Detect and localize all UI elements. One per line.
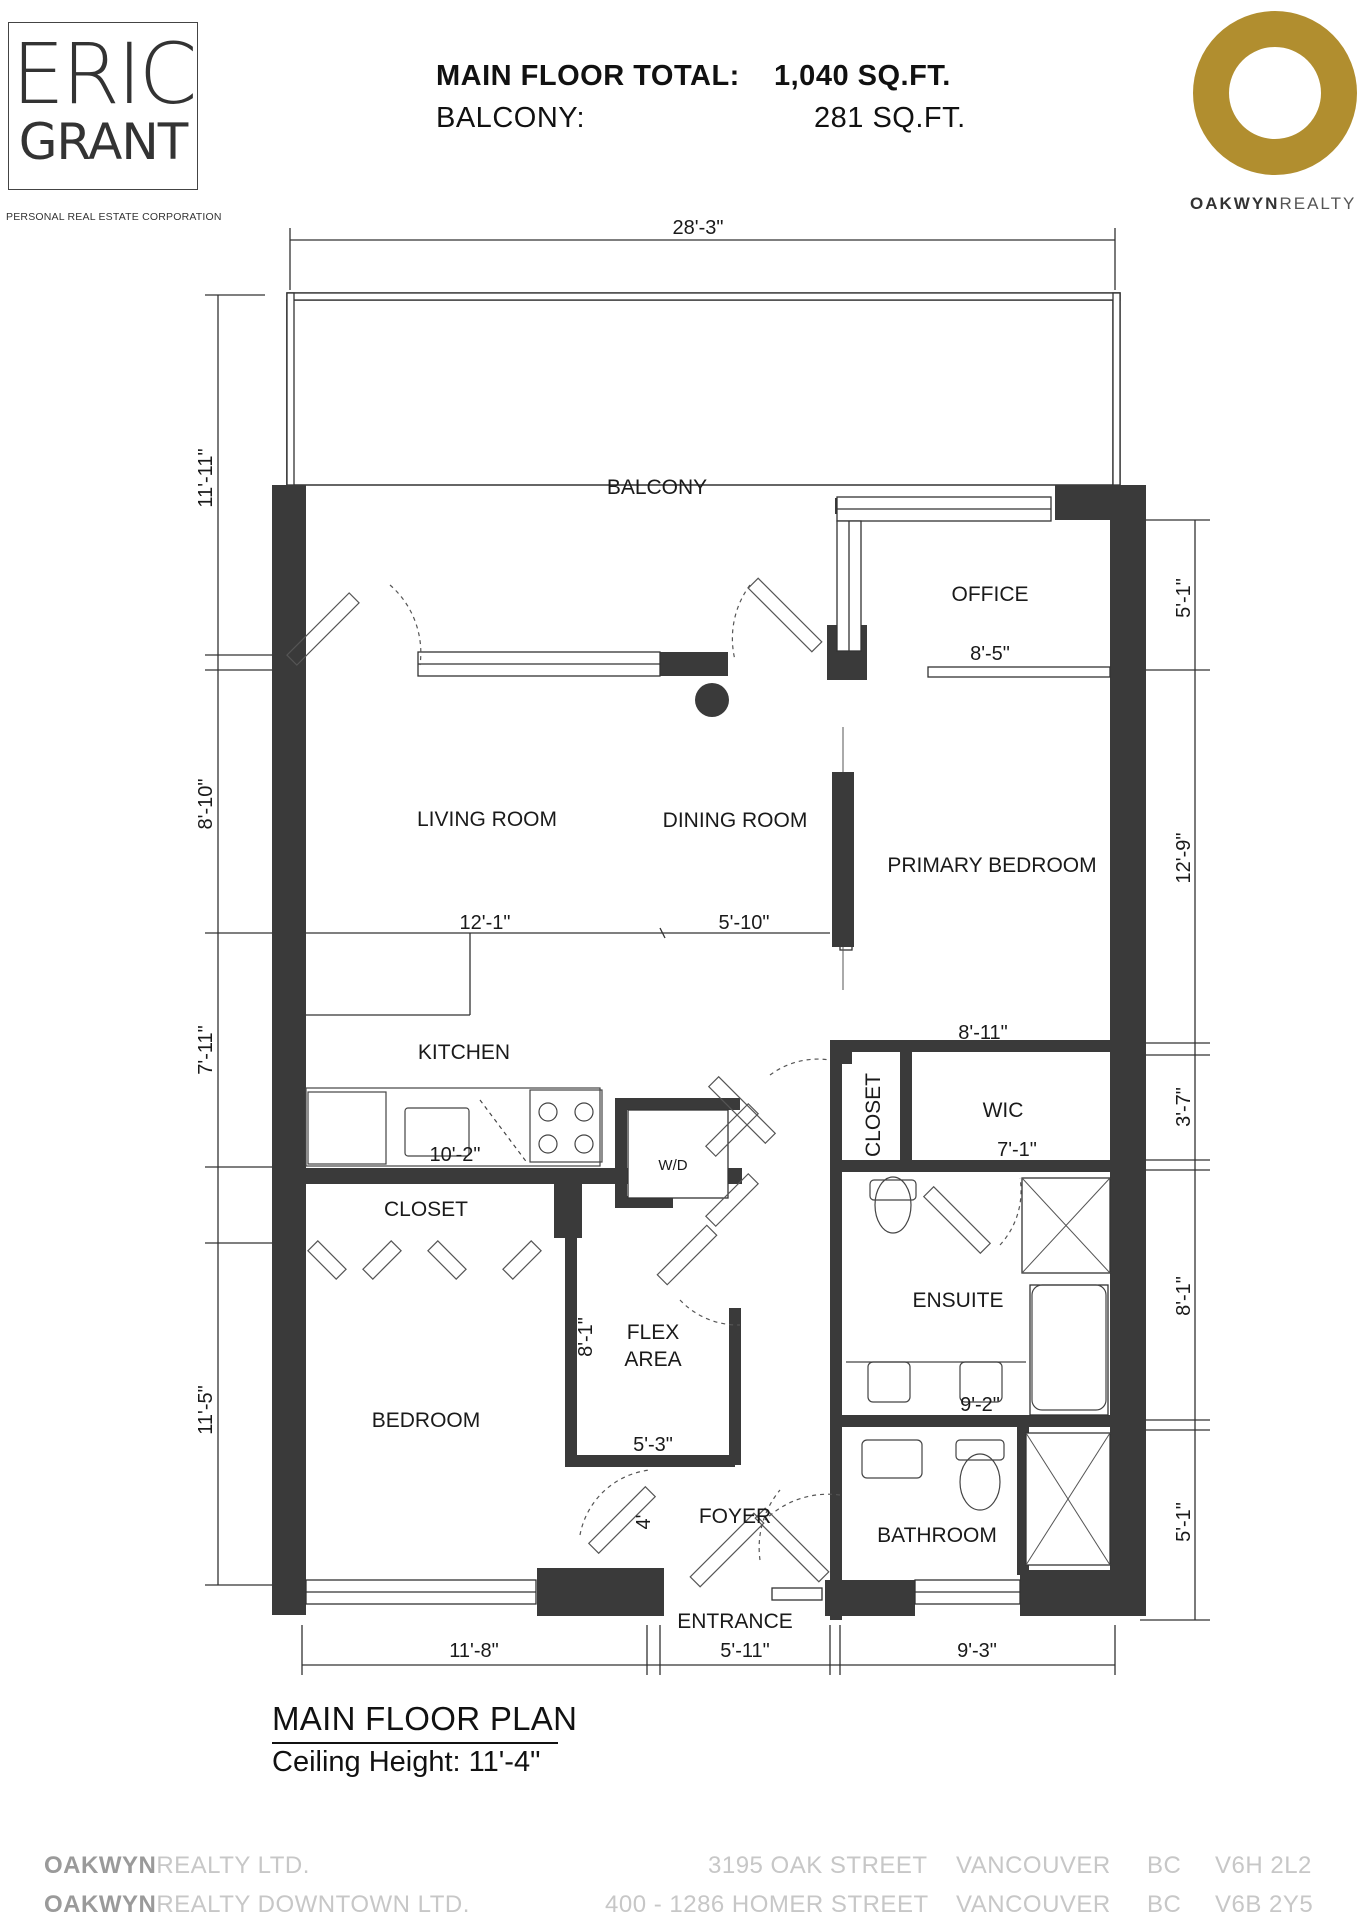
footer-address-1: 3195 OAK STREET [708, 1852, 928, 1879]
ceiling-height: Ceiling Height: 11'-4" [272, 1746, 541, 1778]
footer-address-2: 400 - 1286 HOMER STREET [605, 1891, 929, 1918]
room-label-flex-area-line2: AREA [624, 1348, 681, 1371]
agent-logo-frame [8, 22, 198, 190]
plan-title: MAIN FLOOR PLAN [272, 1700, 578, 1737]
dim-bottom-right: 9'-3" [957, 1640, 997, 1662]
room-label-bedroom-closet: CLOSET [384, 1198, 468, 1221]
footer-brand-1-light: REALTY LTD. [156, 1852, 310, 1879]
oakwyn-wordmark: OAKWYNREALTY [1190, 194, 1356, 214]
footer-city-1: VANCOUVER [956, 1852, 1111, 1879]
dim-ensuite-depth: 8'-1" [1173, 1276, 1195, 1316]
footer-prov-1: BC [1147, 1852, 1182, 1879]
footer-brand-1-bold: OAKWYN [44, 1852, 157, 1879]
dim-overall-width: 28'-3" [673, 217, 724, 239]
agent-logo-last-name: GRANT [18, 113, 189, 171]
room-label-ensuite: ENSUITE [912, 1289, 1003, 1312]
room-label-hall-closet: CLOSET [862, 1073, 885, 1157]
room-label-primary-bedroom: PRIMARY BEDROOM [887, 854, 1096, 877]
dim-flex-width: 5'-3" [633, 1434, 673, 1456]
dim-wic-depth: 3'-7" [1173, 1087, 1195, 1127]
footer-postal-1: V6H 2L2 [1215, 1852, 1312, 1879]
dim-living-depth: 8'-10" [195, 779, 217, 830]
dim-foyer-depth: 4' [633, 1515, 655, 1530]
balcony-total-value: 281 SQ.FT. [814, 102, 966, 134]
dim-living-width: 12'-1" [460, 912, 511, 934]
room-label-entrance: ENTRANCE [677, 1610, 793, 1633]
agent-logo-first-name: ERIC [11, 25, 198, 123]
dim-kitchen-depth: 7'-11" [195, 1025, 217, 1074]
main-floor-total-value: 1,040 SQ.FT. [774, 60, 951, 92]
oakwyn-wordmark-light: REALTY [1279, 194, 1357, 213]
room-label-office: OFFICE [952, 583, 1029, 606]
room-label-dining-room: DINING ROOM [663, 809, 808, 832]
footer-postal-2: V6B 2Y5 [1215, 1891, 1314, 1918]
dim-office-width: 8'-5" [970, 643, 1010, 665]
agent-tagline: PERSONAL REAL ESTATE CORPORATION [6, 211, 222, 223]
dim-bedroom-depth: 11'-5" [195, 1385, 217, 1434]
room-label-washer-dryer: W/D [658, 1157, 687, 1174]
footer-prov-2: BC [1147, 1891, 1182, 1918]
dim-ensuite-width: 9'-2" [960, 1394, 1000, 1416]
room-label-bedroom: BEDROOM [372, 1409, 481, 1432]
footer-city-2: VANCOUVER [956, 1891, 1111, 1918]
oakwyn-wordmark-bold: OAKWYN [1190, 194, 1280, 213]
dim-bottom-mid: 5'-11" [720, 1640, 769, 1662]
dim-kitchen-width: 10'-2" [430, 1144, 481, 1166]
footer-brand-2: OAKWYNREALTY DOWNTOWN LTD. [44, 1891, 470, 1919]
room-label-flex-area-line1: FLEX [627, 1321, 680, 1344]
main-floor-total-label: MAIN FLOOR TOTAL: [436, 60, 740, 92]
room-label-living-room: LIVING ROOM [417, 808, 557, 831]
dim-office-depth: 5'-1" [1173, 578, 1195, 618]
dim-primary-depth: 12'-9" [1173, 833, 1195, 884]
dim-dining-width: 5'-10" [719, 912, 770, 934]
room-label-balcony: BALCONY [607, 476, 707, 499]
dim-primary-width: 8'-11" [958, 1022, 1007, 1044]
dim-flex-depth: 8'-1" [575, 1317, 597, 1357]
room-label-kitchen: KITCHEN [418, 1041, 510, 1064]
dim-wic-width: 7'-1" [997, 1139, 1037, 1161]
room-label-bathroom: BATHROOM [877, 1524, 997, 1547]
balcony-total-label: BALCONY: [436, 102, 586, 134]
oakwyn-ring-logo [1193, 11, 1357, 175]
dim-balcony-depth: 11'-11" [195, 448, 217, 507]
dim-bath-depth: 5'-1" [1173, 1502, 1195, 1542]
footer-brand-1: OAKWYNREALTY LTD. [44, 1852, 310, 1880]
room-label-wic: WIC [983, 1099, 1024, 1122]
plan-title-underline [272, 1742, 558, 1744]
room-label-foyer: FOYER [699, 1505, 771, 1528]
footer-brand-2-light: REALTY DOWNTOWN LTD. [156, 1891, 470, 1918]
dim-bottom-left: 11'-8" [449, 1640, 498, 1662]
footer-brand-2-bold: OAKWYN [44, 1891, 157, 1918]
